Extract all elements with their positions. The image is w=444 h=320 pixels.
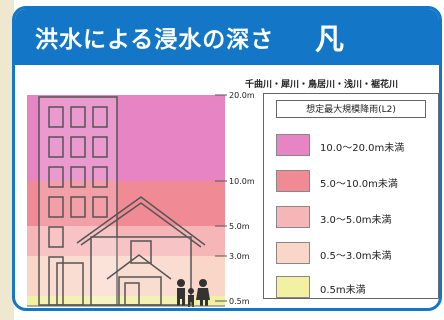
legend-item: 5.0～10.0m未満 (276, 170, 436, 194)
legend-header: 想定最大規模降雨(L2) (276, 100, 426, 118)
depth-diagram: 20.0m 10.0m 5.0m 3.0m 0.5m (15, 65, 439, 308)
legend-swatch (276, 206, 310, 228)
legend-swatch (276, 134, 310, 156)
people-icon (177, 279, 210, 307)
legend-swatch (276, 276, 310, 298)
legend-label: 10.0～20.0m未満 (320, 143, 405, 154)
house-icon (56, 196, 206, 306)
legend-label: 3.0～5.0m未満 (320, 215, 392, 226)
scale-label-3: 3.0m (229, 252, 250, 261)
legend-title: 凡 例 (315, 22, 410, 98)
legend-swatch (276, 170, 310, 192)
legend-box: 想定最大規模降雨(L2) 10.0～20.0m未満 5.0～10.0m未満 3.… (263, 93, 439, 299)
scale-label-10: 10.0m (229, 177, 255, 186)
scale-label-20: 20.0m (229, 91, 255, 100)
header-bar: 洪水による浸水の深さ 凡 例 (15, 9, 439, 98)
river-names: 千曲川・犀川・鳥居川・浅川・裾花川 (245, 80, 399, 90)
scale-label-5: 5.0m (229, 222, 250, 231)
legend-item: 10.0～20.0m未満 (276, 134, 436, 158)
band-0-05 (27, 296, 225, 306)
legend-label: 0.5～3.0m未満 (320, 251, 392, 262)
background-strip (0, 0, 14, 320)
legend-label: 0.5m未満 (320, 285, 366, 296)
page-title: 洪水による浸水の深さ (35, 27, 275, 53)
band-5-10 (27, 181, 225, 226)
legend-item: 0.5～3.0m未満 (276, 242, 436, 266)
legend-swatch (276, 242, 310, 264)
legend-label: 5.0～10.0m未満 (320, 179, 398, 190)
legend-item: 3.0～5.0m未満 (276, 206, 436, 230)
legend-card: 洪水による浸水の深さ 凡 例 (12, 6, 442, 311)
depth-scale (215, 94, 227, 302)
scale-label-05: 0.5m (229, 297, 250, 306)
legend-item: 0.5m未満 (276, 276, 436, 300)
depth-illustration: 20.0m 10.0m 5.0m 3.0m 0.5m (27, 91, 255, 307)
building-icon (38, 96, 118, 306)
